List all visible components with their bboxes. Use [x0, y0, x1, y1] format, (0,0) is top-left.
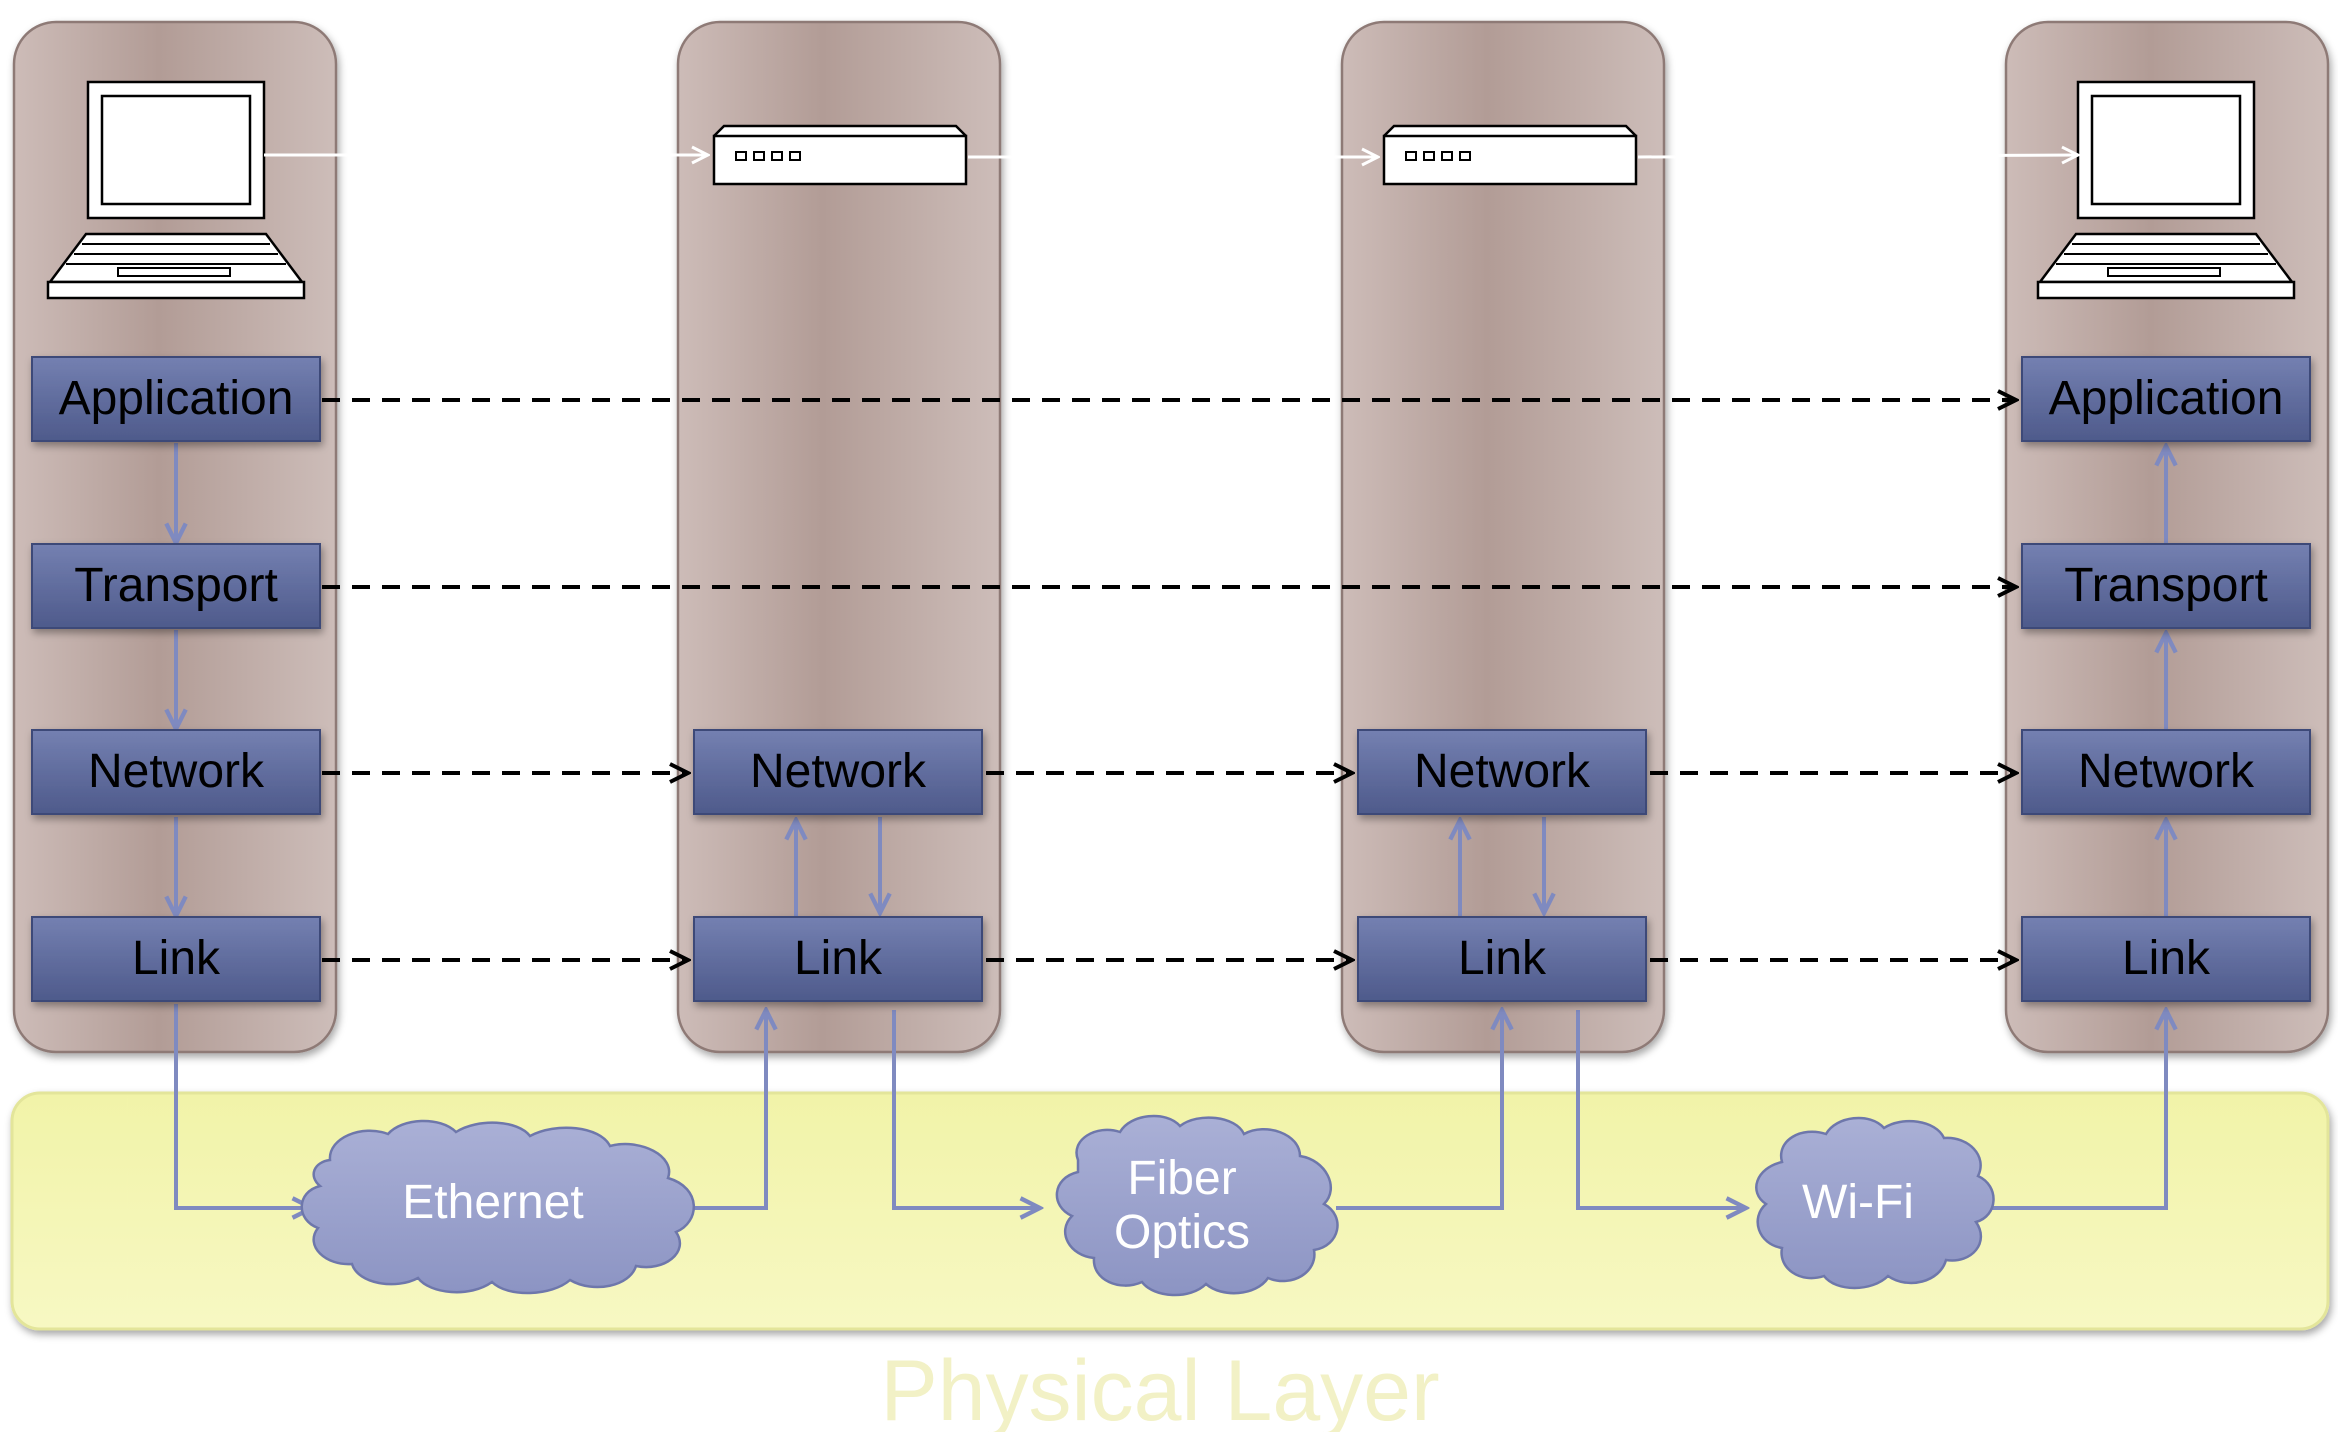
layer-box-network: Network: [2021, 729, 2311, 815]
laptop-icon: [46, 80, 306, 300]
svg-text:Link: Link: [1458, 932, 1547, 985]
svg-text:Link: Link: [132, 932, 221, 985]
svg-text:Link: Link: [794, 932, 883, 985]
path-from-wifi: [1980, 1010, 2166, 1210]
router-icon: [712, 124, 968, 186]
wifi-label: Wi-Fi: [1802, 1176, 1914, 1229]
router-icon: [1382, 124, 1638, 186]
svg-text:Transport: Transport: [74, 559, 278, 612]
ethernet-label: Ethernet: [402, 1176, 583, 1229]
layer-box-link: Link: [31, 916, 321, 1002]
svg-text:Application: Application: [59, 372, 294, 425]
peer-connections: [322, 400, 2016, 960]
wifi-cloud: [1755, 1116, 1995, 1290]
layer-box-network: Network: [693, 729, 983, 815]
layer-box-transport: Transport: [31, 543, 321, 629]
svg-text:Network: Network: [88, 745, 265, 798]
layer-box-application: Application: [2021, 356, 2311, 442]
device-arrow: [1637, 155, 2078, 157]
layer-box-network: Network: [1357, 729, 1647, 815]
path-from-ethernet: [690, 1010, 766, 1210]
physical-paths: [174, 1004, 2166, 1210]
fiber-optics-cloud: [1055, 1114, 1339, 1297]
layer-box-link: Link: [2021, 916, 2311, 1002]
svg-text:Transport: Transport: [2064, 559, 2268, 612]
path-to-fiber: [892, 1010, 1040, 1208]
laptop-icon: [2036, 80, 2296, 300]
svg-text:Network: Network: [750, 745, 927, 798]
svg-text:Network: Network: [2078, 745, 2255, 798]
fiber-label-line1: Fiber: [1127, 1152, 1236, 1205]
svg-text:Network: Network: [1414, 745, 1591, 798]
layer-box-link: Link: [1357, 916, 1647, 1002]
stack-connectors: [176, 443, 2166, 916]
layer-box-transport: Transport: [2021, 543, 2311, 629]
layer-box-network: Network: [31, 729, 321, 815]
layer-box-application: Application: [31, 356, 321, 442]
device-path-arrows: [264, 155, 2078, 157]
svg-text:Application: Application: [2049, 372, 2284, 425]
path-from-fiber: [1336, 1010, 1502, 1210]
path-to-wifi: [1576, 1010, 1746, 1208]
path-to-ethernet: [174, 1004, 312, 1208]
layer-box-link: Link: [693, 916, 983, 1002]
svg-text:Link: Link: [2122, 932, 2211, 985]
ethernet-cloud: [300, 1119, 695, 1295]
physical-layer-label: Physical Layer: [880, 1343, 1439, 1432]
fiber-label-line2: Optics: [1114, 1206, 1250, 1259]
